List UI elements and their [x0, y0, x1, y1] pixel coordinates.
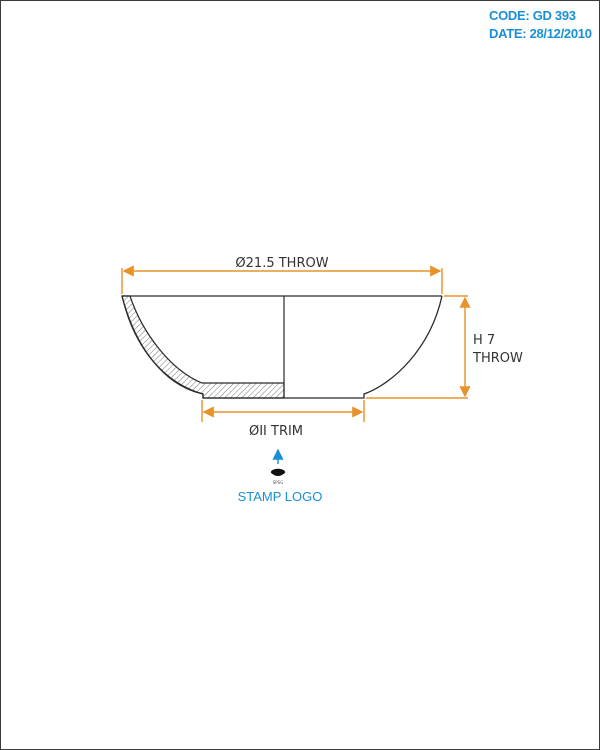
stamp-callout: SPSG STAMP LOGO	[238, 448, 323, 504]
height-label-line2: THROW	[472, 351, 523, 366]
diameter-label: Ø21.5 THROW	[235, 256, 328, 271]
title-block: CODE: GD 393 DATE: 28/12/2010	[489, 7, 597, 43]
base-label: ØII TRIM	[249, 424, 303, 439]
stamp-mark: SPSG	[273, 480, 284, 485]
section-wall	[121, 295, 285, 399]
stamp-logo-icon	[271, 468, 285, 476]
stamp-logo-base	[270, 471, 286, 476]
diameter-dimension: Ø21.5 THROW	[121, 256, 443, 294]
height-label-line1: H 7	[473, 333, 495, 348]
code-label: CODE: GD 393	[489, 8, 576, 23]
height-dimension: H 7 THROW	[366, 295, 523, 399]
date-label: DATE: 28/12/2010	[489, 26, 592, 41]
stamp-logo-label: STAMP LOGO	[238, 489, 323, 504]
base-dimension: ØII TRIM	[201, 400, 365, 439]
